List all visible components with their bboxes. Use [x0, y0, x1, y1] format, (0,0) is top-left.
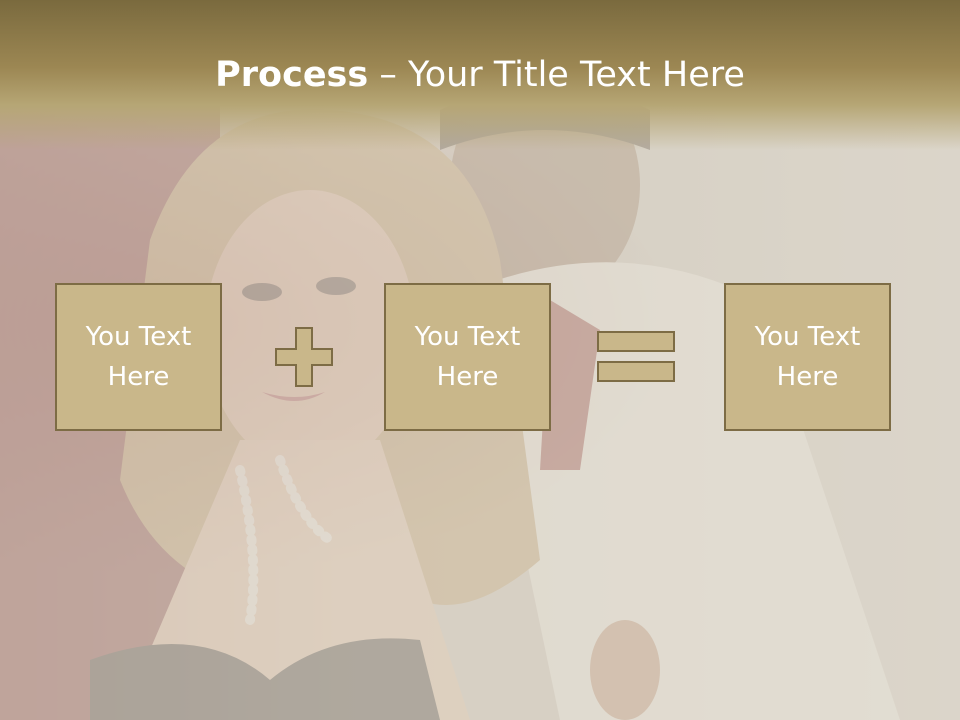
equals-icon — [596, 330, 676, 384]
title-bold: Process — [215, 55, 369, 95]
title-dash: – — [368, 55, 408, 95]
text-box-3-label: You Text Here — [754, 322, 861, 392]
text-box-2[interactable]: You Text Here — [384, 283, 551, 431]
text-box-3[interactable]: You Text Here — [724, 283, 891, 431]
title-rest: Your Title Text Here — [407, 55, 745, 95]
header-band — [0, 0, 960, 150]
text-box-1[interactable]: You Text Here — [55, 283, 222, 431]
text-box-1-label: You Text Here — [85, 322, 192, 392]
text-box-2-label: You Text Here — [414, 322, 521, 392]
slide-title: Process – Your Title Text Here — [0, 54, 960, 96]
plus-icon — [274, 326, 334, 388]
